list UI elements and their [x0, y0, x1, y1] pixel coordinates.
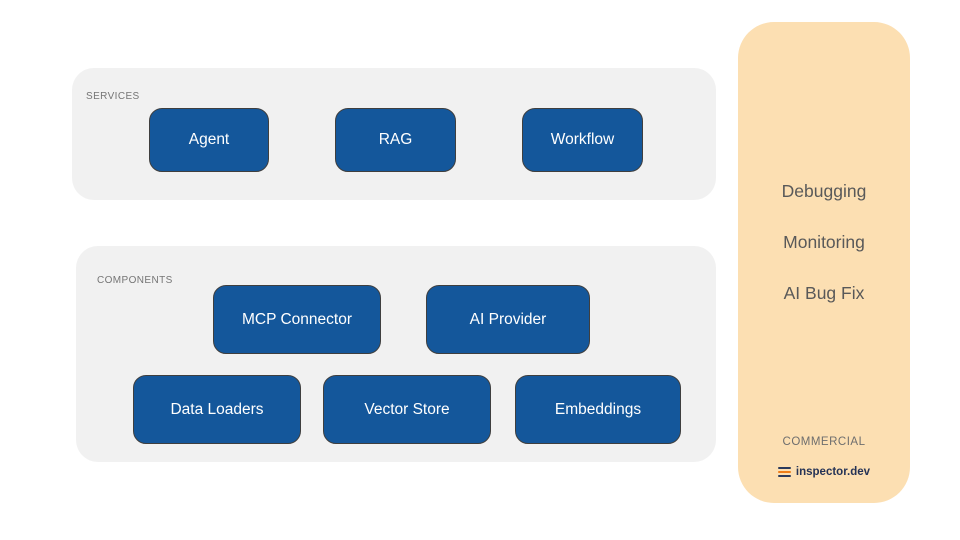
commercial-panel: Debugging Monitoring AI Bug Fix COMMERCI…: [738, 22, 910, 503]
component-box-data-loaders: Data Loaders: [133, 375, 301, 444]
feature-ai-bug-fix: AI Bug Fix: [783, 283, 865, 303]
component-box-embeddings: Embeddings: [515, 375, 681, 444]
services-panel: SERVICES Agent RAG Workflow: [72, 68, 716, 200]
inspector-bars-icon: [777, 466, 791, 478]
feature-monitoring: Monitoring: [783, 232, 865, 252]
components-panel: COMPONENTS MCP Connector AI Provider Dat…: [76, 246, 716, 462]
feature-debugging: Debugging: [781, 181, 867, 201]
commercial-label: COMMERCIAL: [782, 436, 866, 448]
brand-text: inspector.dev: [795, 466, 871, 478]
components-panel-label: COMPONENTS: [97, 275, 173, 286]
service-box-rag: RAG: [335, 108, 456, 172]
component-box-ai-provider: AI Provider: [426, 285, 590, 354]
inspector-dev-brand: inspector.dev: [738, 466, 910, 478]
services-panel-label: SERVICES: [86, 91, 140, 102]
component-box-vector-store: Vector Store: [323, 375, 491, 444]
service-box-workflow: Workflow: [522, 108, 643, 172]
component-box-mcp-connector: MCP Connector: [213, 285, 381, 354]
service-box-agent: Agent: [149, 108, 269, 172]
